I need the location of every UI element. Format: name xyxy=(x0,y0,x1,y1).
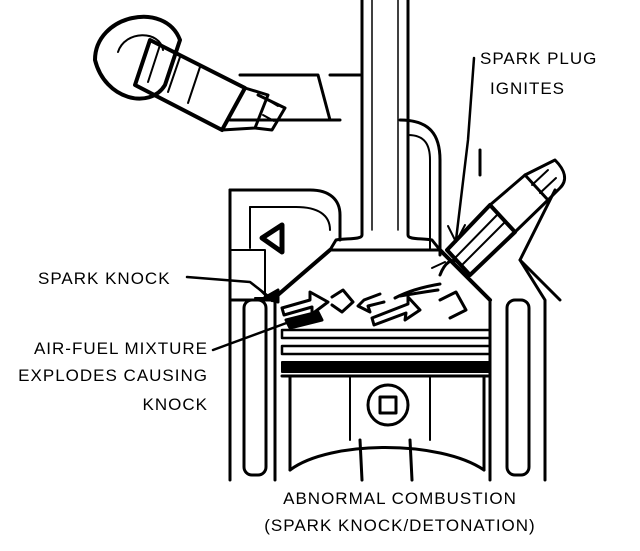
mixture-label-line2: EXPLODES CAUSING xyxy=(18,366,208,385)
spark-plug xyxy=(431,158,567,277)
leader-lines xyxy=(185,56,476,352)
mixture-label-line1: AIR-FUEL MIXTURE xyxy=(33,339,208,358)
cylinder-walls xyxy=(228,248,547,482)
piston xyxy=(280,328,492,482)
mixture-label-line3: KNOCK xyxy=(142,395,208,414)
caption-line2: (SPARK KNOCK/DETONATION) xyxy=(264,516,536,535)
caption-line1: ABNORMAL COMBUSTION xyxy=(283,489,517,508)
spark-knock-label: SPARK KNOCK xyxy=(38,269,171,288)
spark-plug-label-line2: IGNITES xyxy=(490,79,566,98)
upper-injector xyxy=(93,14,332,132)
combustion-arrows xyxy=(262,282,468,330)
intake-valve xyxy=(328,0,442,252)
spark-plug-label-line1: SPARK PLUG xyxy=(480,49,598,68)
